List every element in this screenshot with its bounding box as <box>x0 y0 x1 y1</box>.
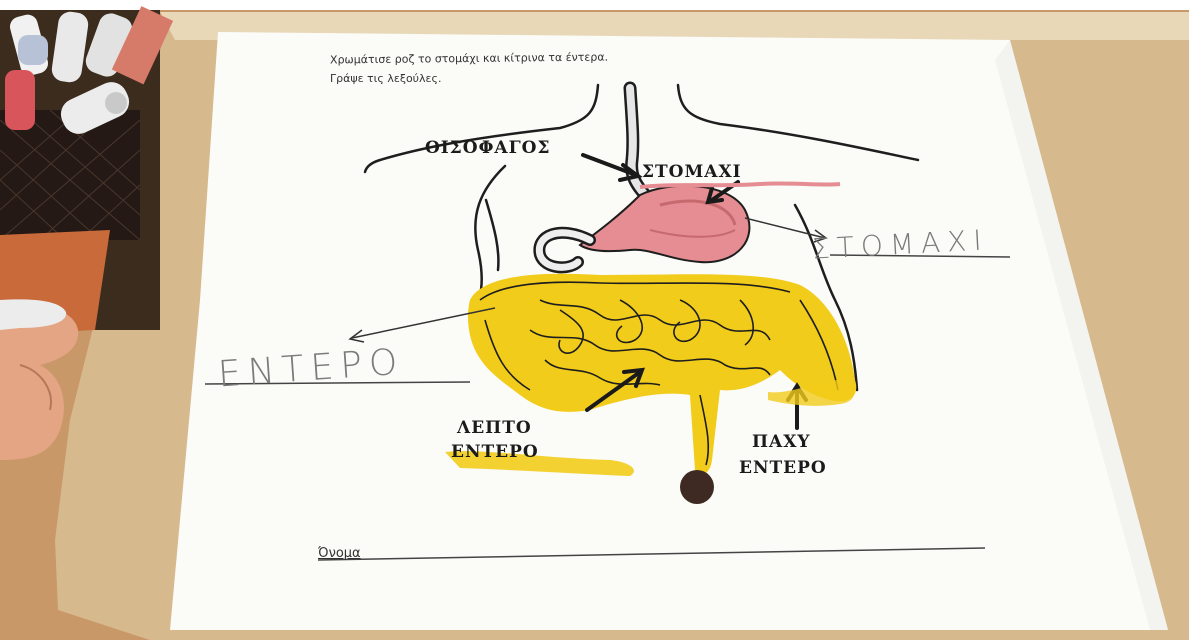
label-small-intestine-line-1: ΛΕΠΤΟ <box>457 418 532 438</box>
label-esophagus: ΟΙΣΟΦΑΓΟΣ <box>425 138 551 158</box>
label-stomach: ΣΤΟΜΑΧΙ <box>642 162 742 182</box>
label-large-intestine-line-2: ΕΝΤΕΡΟ <box>739 458 827 478</box>
instruction-line-1: Χρωμάτισε ροζ το στομάχι και κίτρινα τα … <box>330 51 608 67</box>
instruction-line-2: Γράψε τις λεξούλες. <box>330 72 441 85</box>
label-small-intestine-line-2: ΕΝΤΕΡΟ <box>451 442 539 462</box>
name-field-label: Όνομα <box>318 546 361 561</box>
handwritten-stomach: ΣΤΟΜΑΧΙ <box>811 223 989 265</box>
label-large-intestine-line-1: ΠΑΧΥ <box>752 432 811 452</box>
handwritten-intestine: ΕΝΤΕΡΟ <box>217 342 406 396</box>
